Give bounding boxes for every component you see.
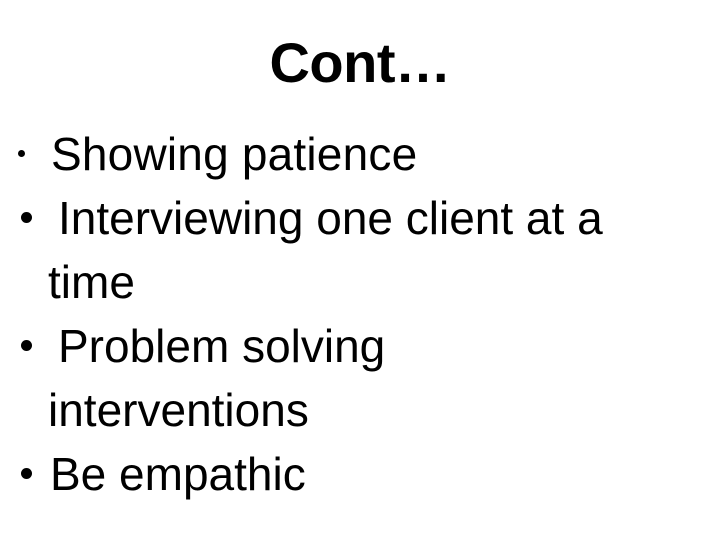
small-bullet-dot-icon (18, 150, 25, 158)
bullet-dot-icon (21, 340, 32, 352)
slide-body-content: Showing patience Interviewing one client… (0, 118, 720, 502)
list-item: Interviewing one client at a (0, 182, 720, 246)
list-item-label: Problem solving (58, 319, 386, 372)
list-item: Be empathic (0, 438, 720, 502)
page-title: Cont… (269, 31, 451, 94)
list-item-continuation: time (0, 246, 720, 310)
list-item-continuation: interventions (0, 374, 720, 438)
list-item-label: Interviewing one client at a (58, 191, 603, 244)
list-item-label: Be empathic (50, 447, 306, 500)
list-item-label: Showing patience (51, 127, 418, 180)
list-item: Showing patience (0, 118, 720, 182)
list-item-continuation-label: interventions (48, 383, 309, 436)
list-item: Problem solving (0, 310, 720, 374)
list-item-continuation-label: time (48, 255, 135, 308)
bullet-dot-icon (21, 212, 32, 224)
bullet-dot-icon (21, 468, 32, 480)
